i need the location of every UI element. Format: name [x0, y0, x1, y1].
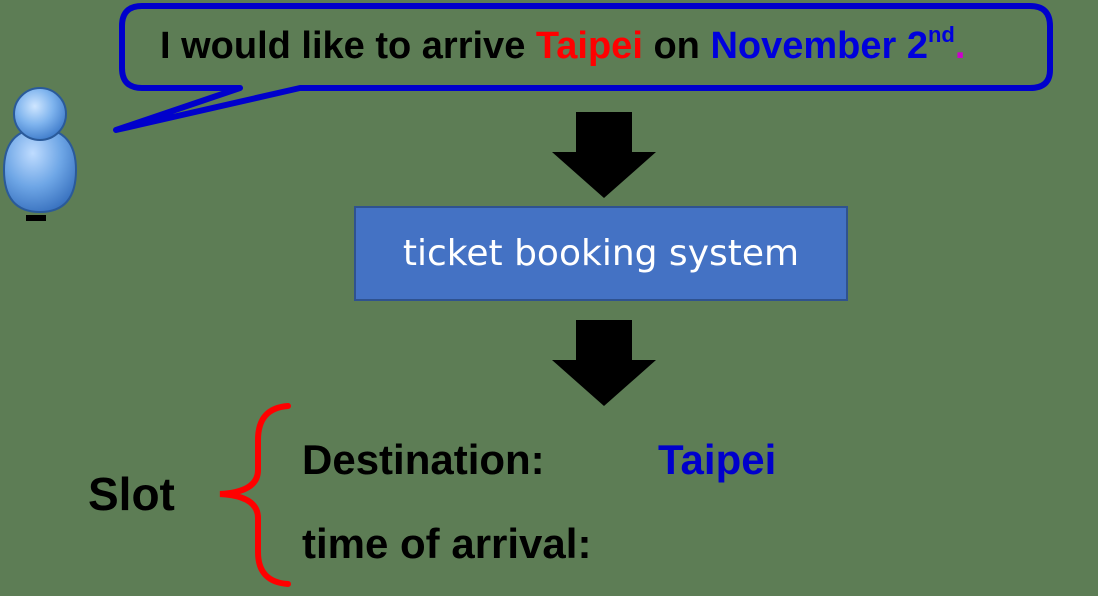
speech-city: Taipei [535, 25, 643, 67]
system-label: ticket booking system [402, 233, 800, 274]
speech-text: I would like to arrive Taipei on Novembe… [160, 22, 965, 70]
arrow-down-icon [552, 112, 656, 198]
slot-name-destination: Destination: [302, 436, 545, 483]
speech-date-suffix: nd [927, 22, 955, 47]
curly-brace-icon [219, 403, 291, 587]
speech-part-2: on [642, 25, 711, 67]
speech-bubble [113, 3, 1053, 133]
arrow-down-icon [552, 320, 656, 406]
speech-date: November 2 [710, 25, 928, 67]
speech-period: . [954, 25, 966, 67]
user-icon [2, 87, 78, 221]
speech-part-1: I would like to arrive [160, 25, 536, 67]
slot-label: Slot [88, 468, 175, 520]
slot-name-arrival-time: time of arrival: [302, 520, 592, 567]
ticket-booking-system-box: ticket booking system [354, 206, 848, 301]
slot-value-destination: Taipei [658, 436, 777, 483]
